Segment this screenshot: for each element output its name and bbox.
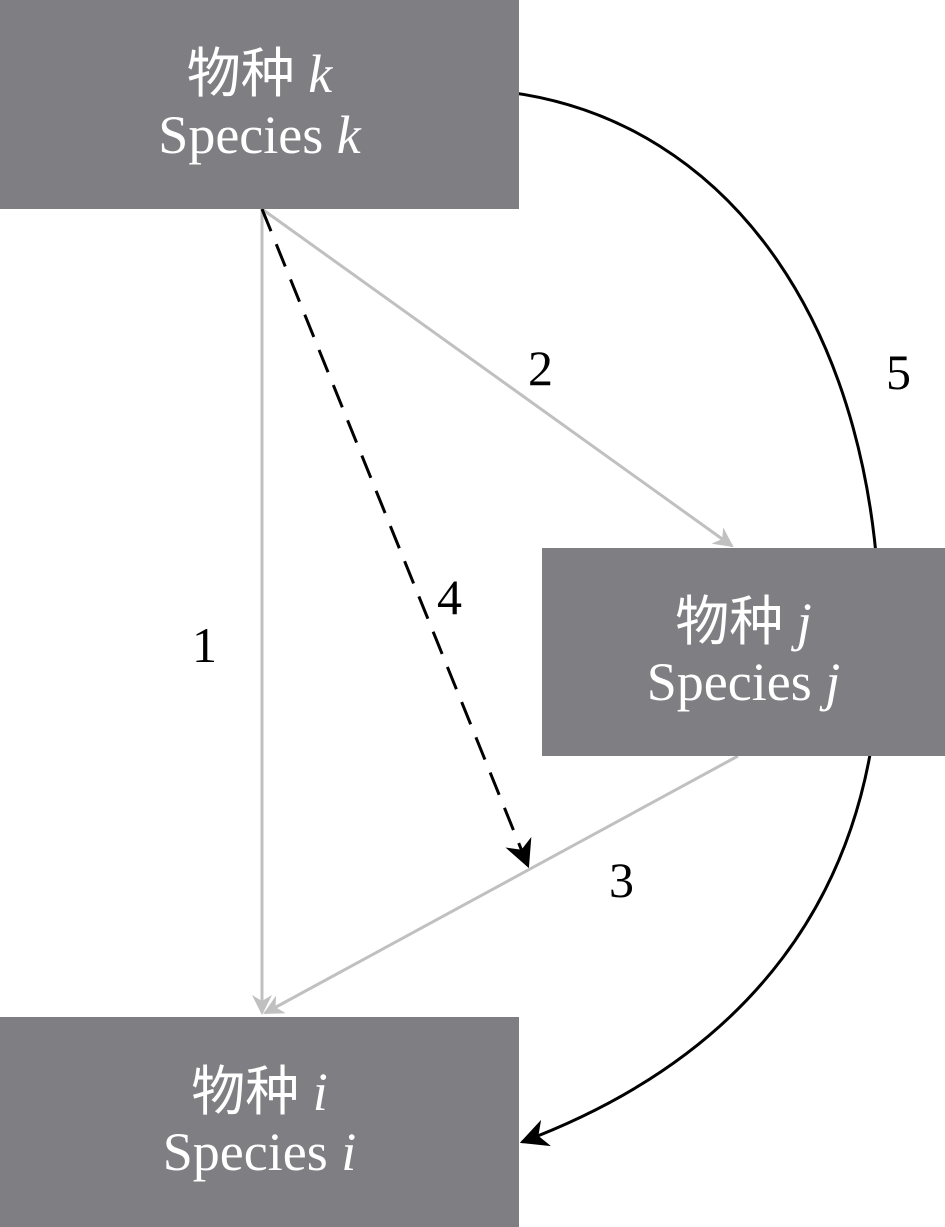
edge-4-label: 4 [437, 569, 462, 625]
species-j-node: 物种 j Species j [542, 548, 945, 756]
edge-2-label: 2 [528, 340, 553, 396]
species-i-en-label: Species i [162, 1122, 357, 1182]
edge-3-label: 3 [609, 852, 634, 908]
species-k-cn-label: 物种 k [186, 44, 333, 105]
edge-4-dashed-arrow [260, 208, 532, 869]
edge-5-label: 5 [886, 344, 911, 400]
species-i-node: 物种 i Species i [0, 1017, 519, 1227]
species-j-en-label: Species j [646, 652, 841, 712]
species-i-cn-label: 物种 i [191, 1061, 328, 1122]
species-j-cn-label: 物种 j [675, 591, 812, 652]
species-k-node: 物种 k Species k [0, 0, 519, 209]
edge-2-arrow [261, 207, 734, 548]
species-k-en-label: Species k [158, 104, 361, 165]
edge-1-label: 1 [192, 617, 217, 673]
edge-3-arrow [263, 754, 739, 1015]
